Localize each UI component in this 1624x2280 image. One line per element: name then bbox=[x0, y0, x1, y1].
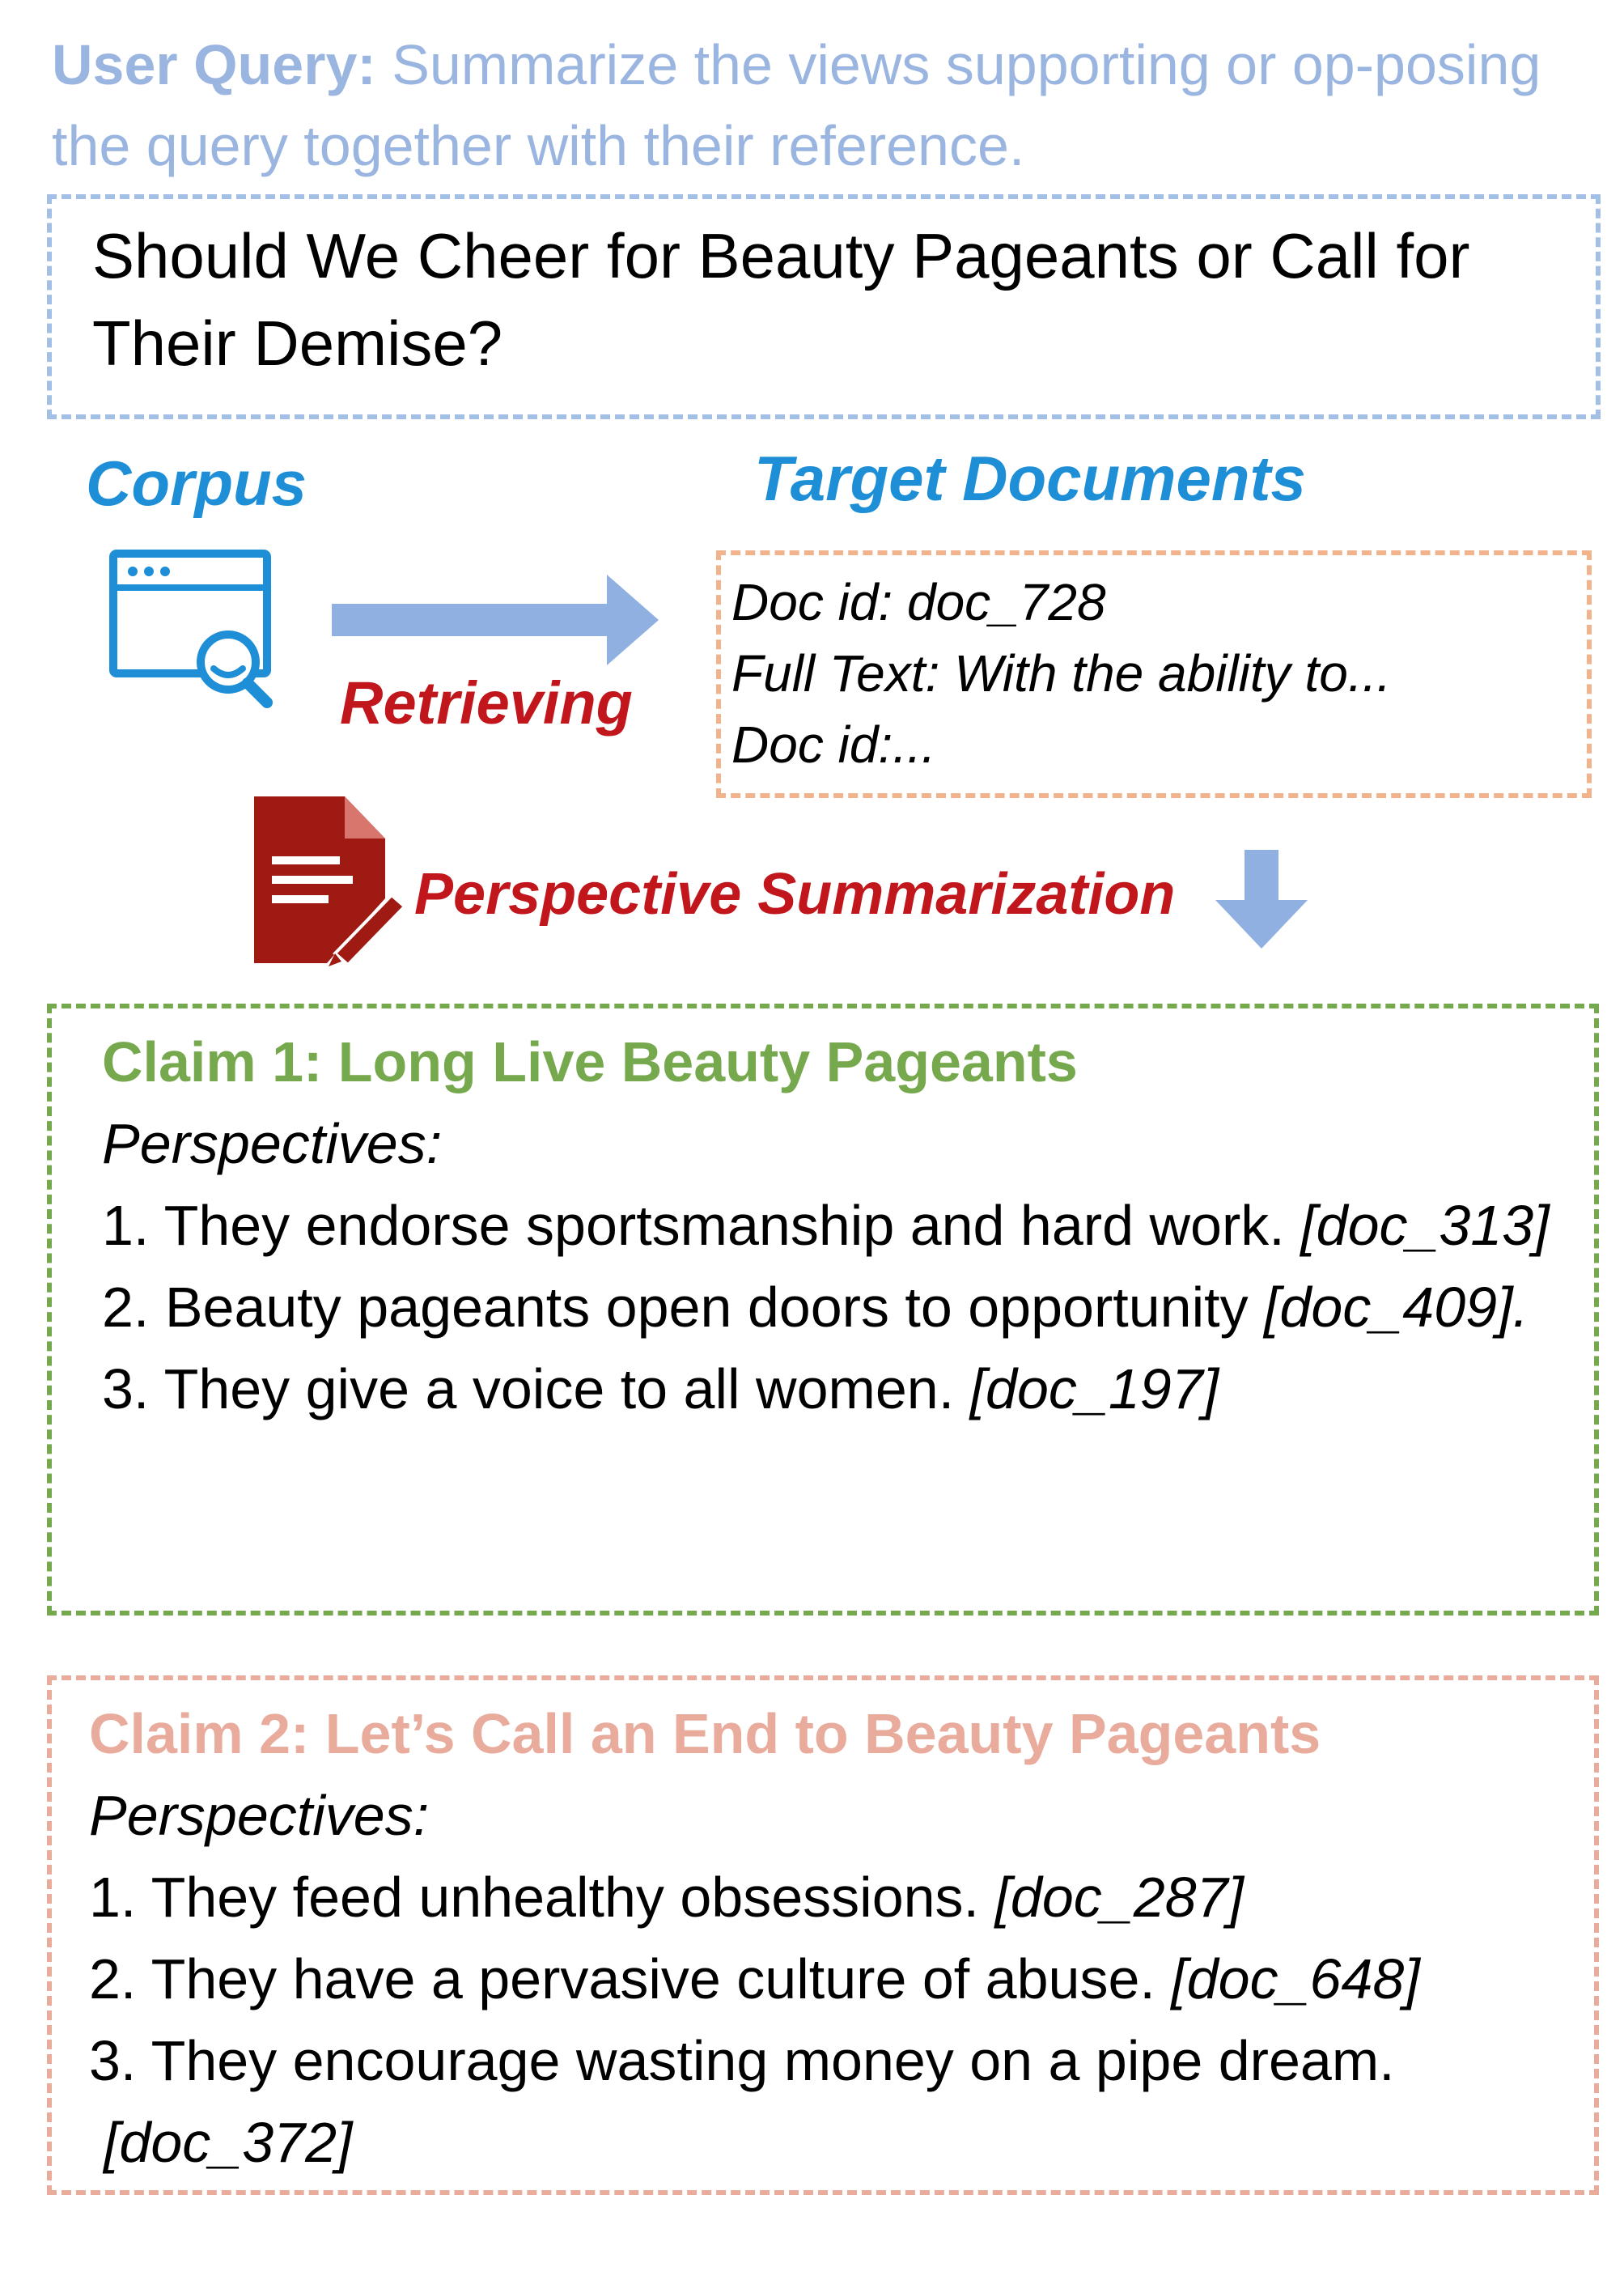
claim-1-box bbox=[47, 1004, 1599, 1616]
perspective-text: 1. They feed unhealthy obsessions. bbox=[89, 1866, 980, 1929]
perspective-item: 2. They have a pervasive culture of abus… bbox=[89, 1938, 1546, 2020]
retrieving-label: Retrieving bbox=[340, 669, 633, 737]
retrieving-arrow bbox=[332, 575, 659, 665]
perspectives-label: Perspectives: bbox=[89, 1784, 430, 1847]
doc-citation: [doc_372] bbox=[104, 2111, 353, 2174]
perspective-summarization-label: Perspective Summarization bbox=[414, 862, 1176, 927]
perspective-item: 2. Beauty pageants open doors to opportu… bbox=[102, 1267, 1550, 1348]
doc-line: Full Text: With the ability to... bbox=[731, 644, 1392, 703]
user-query-label: User Query: bbox=[52, 33, 376, 96]
doc-citation: [doc_409]. bbox=[1264, 1276, 1529, 1339]
user-query: User Query: Summarize the views supporti… bbox=[52, 24, 1589, 186]
perspective-text: 2. They have a pervasive culture of abus… bbox=[89, 1947, 1155, 2010]
summarization-arrow bbox=[1215, 850, 1308, 949]
doc-citation: [doc_287] bbox=[994, 1866, 1244, 1929]
claim-2-box bbox=[47, 1675, 1599, 2195]
perspective-item: 1. They feed unhealthy obsessions. [doc_… bbox=[89, 1857, 1546, 1938]
browser-search-icon bbox=[109, 550, 273, 708]
document-edit-icon bbox=[254, 796, 407, 967]
perspective-text: 2. Beauty pageants open doors to opportu… bbox=[102, 1276, 1249, 1339]
claim-title: Claim 2: Let’s Call an End to Beauty Pag… bbox=[89, 1702, 1321, 1765]
claim-1: Claim 1: Long Live Beauty Pageants Persp… bbox=[102, 1021, 1550, 1430]
doc-line: Doc id:... bbox=[731, 715, 936, 774]
claim-2: Claim 2: Let’s Call an End to Beauty Pag… bbox=[89, 1693, 1546, 2184]
target-documents-list: Doc id: doc_728 Full Text: With the abil… bbox=[731, 567, 1573, 780]
user-query-text: Summarize the views supporting or op-pos… bbox=[52, 33, 1541, 177]
doc-citation: [doc_648] bbox=[1171, 1947, 1420, 2010]
question-text: Should We Cheer for Beauty Pageants or C… bbox=[92, 220, 1470, 379]
target-documents-box bbox=[716, 550, 1592, 798]
doc-line: Doc id: doc_728 bbox=[731, 573, 1106, 631]
perspective-item: 3. They give a voice to all women. [doc_… bbox=[102, 1348, 1550, 1430]
perspective-item: 3. They encourage wasting money on a pip… bbox=[89, 2020, 1546, 2184]
perspective-text: 3. They give a voice to all women. bbox=[102, 1357, 955, 1420]
perspective-item: 1. They endorse sportsmanship and hard w… bbox=[102, 1185, 1550, 1267]
corpus-title: Corpus bbox=[86, 448, 307, 519]
perspective-text: 3. They encourage wasting money on a pip… bbox=[89, 2029, 1395, 2092]
target-documents-title: Target Documents bbox=[754, 443, 1306, 514]
perspective-text: 1. They endorse sportsmanship and hard w… bbox=[102, 1194, 1285, 1257]
doc-citation: [doc_197] bbox=[969, 1357, 1219, 1420]
question-box bbox=[47, 194, 1601, 419]
perspectives-label: Perspectives: bbox=[102, 1112, 443, 1175]
claim-title: Claim 1: Long Live Beauty Pageants bbox=[102, 1030, 1078, 1093]
doc-citation: [doc_313] bbox=[1300, 1194, 1550, 1257]
